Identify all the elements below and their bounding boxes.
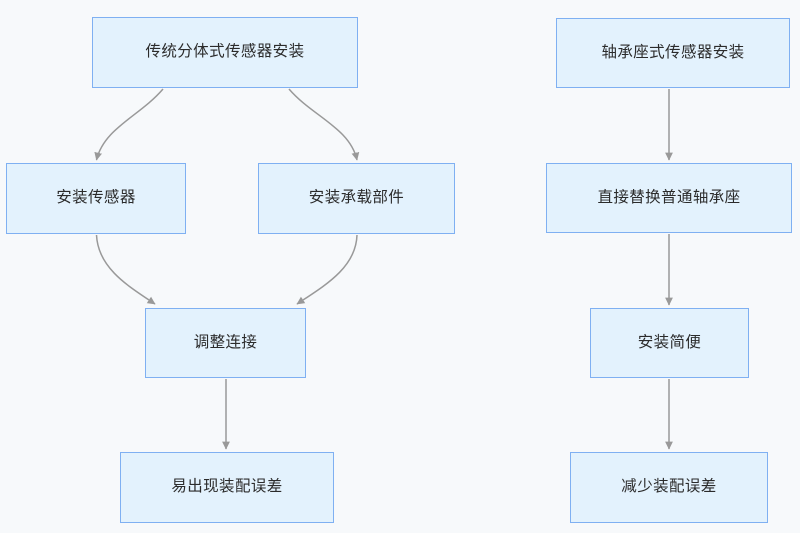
node-label: 调整连接 (193, 333, 258, 351)
node-n9[interactable]: 减少装配误差 (570, 452, 768, 523)
node-n3[interactable]: 安装承载部件 (258, 163, 455, 234)
node-label: 传统分体式传感器安装 (145, 43, 305, 61)
node-n8[interactable]: 安装简便 (590, 308, 749, 378)
edge-n2-to-n4 (95, 234, 156, 305)
node-label: 直接替换普通轴承座 (597, 188, 741, 206)
edge-n3-to-n4 (296, 234, 358, 305)
node-n5[interactable]: 易出现装配误差 (120, 452, 334, 523)
node-n7[interactable]: 直接替换普通轴承座 (546, 163, 792, 233)
node-n2[interactable]: 安装传感器 (6, 163, 186, 234)
node-n4[interactable]: 调整连接 (145, 308, 306, 378)
node-n1[interactable]: 传统分体式传感器安装 (92, 17, 358, 88)
node-label: 安装承载部件 (308, 189, 405, 207)
edge-n1-to-n3 (288, 88, 360, 161)
node-n6[interactable]: 轴承座式传感器安装 (556, 18, 790, 88)
node-label: 减少装配误差 (621, 478, 717, 496)
node-label: 安装简便 (637, 333, 702, 351)
node-label: 安装传感器 (56, 189, 136, 207)
node-label: 轴承座式传感器安装 (601, 43, 745, 61)
edge-n1-to-n2 (94, 88, 164, 161)
node-label: 易出现装配误差 (171, 478, 283, 496)
